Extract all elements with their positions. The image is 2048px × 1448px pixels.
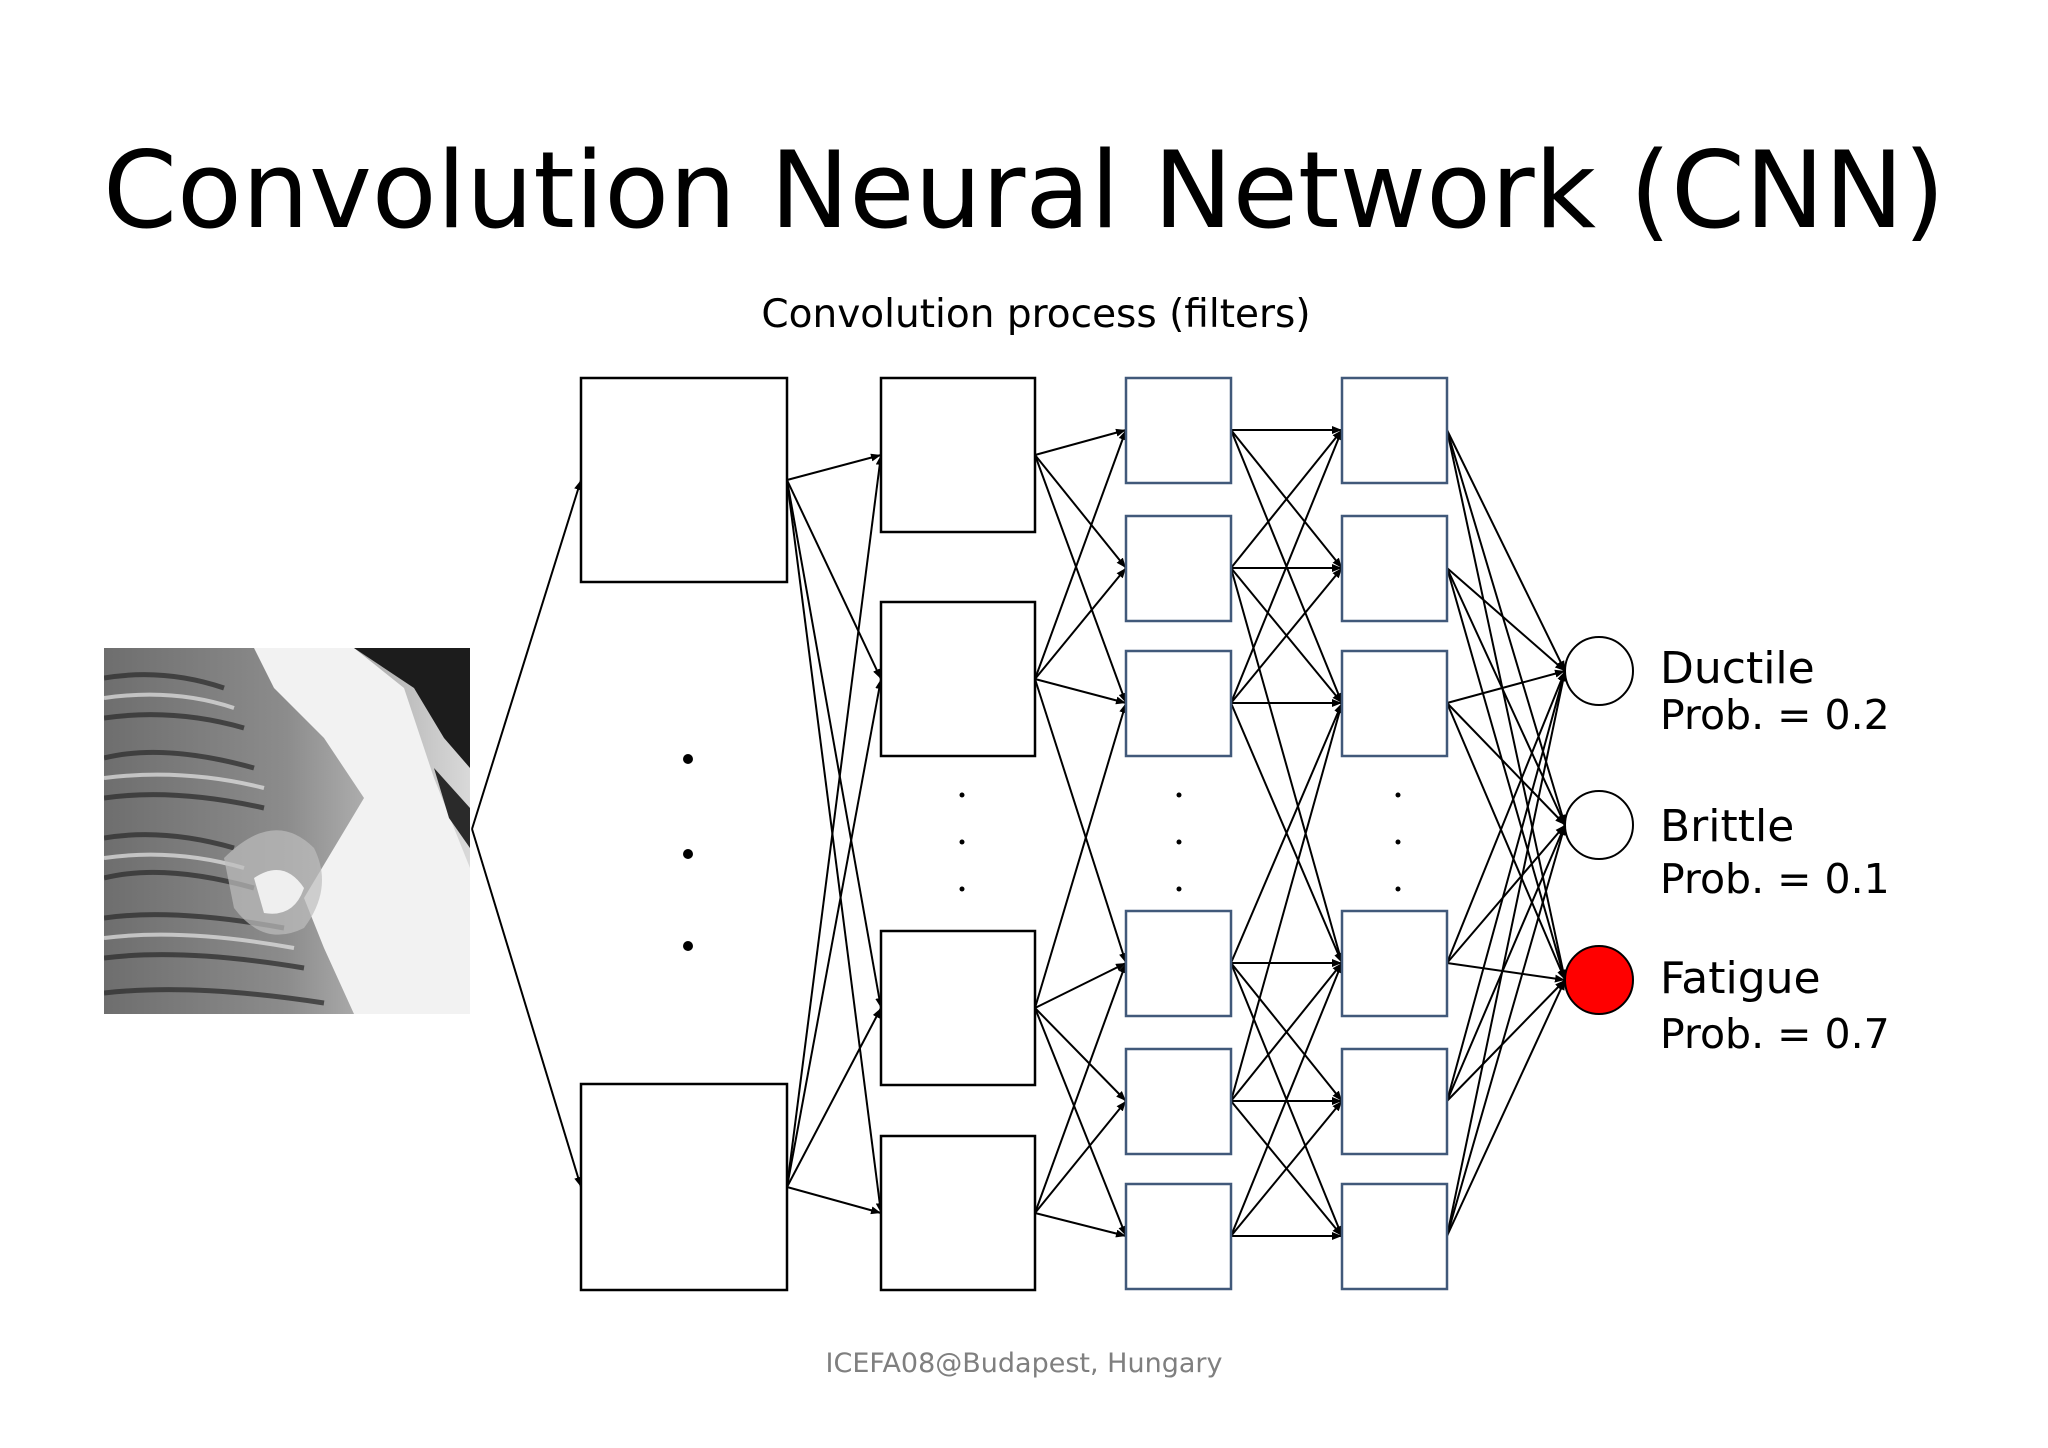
arrow-layer4-to-output — [1446, 670, 1567, 1237]
arrow-layer2-to-layer3 — [1034, 678, 1127, 705]
arrow-layer2-to-layer3 — [1034, 1007, 1127, 1102]
layer4-node-1 — [1340, 376, 1449, 485]
layer2-ellipsis-dot — [959, 839, 965, 845]
layer2-feature-map-1 — [879, 376, 1037, 534]
layer4-node-5 — [1340, 1047, 1449, 1156]
arrow-layer4-to-output — [1446, 962, 1566, 983]
arrow-layer3-to-layer4 — [1230, 567, 1343, 704]
arrow-layer2-to-layer3 — [1034, 428, 1127, 456]
arrow-layer1-to-layer2 — [786, 1186, 882, 1215]
arrow-layer2-to-layer3 — [1034, 678, 1127, 964]
arrow-layer2-to-layer3 — [1034, 567, 1127, 680]
arrow-layer4-to-output — [1446, 824, 1567, 1237]
arrow-layer4-to-output — [1446, 702, 1566, 981]
arrow-layer4-to-output — [1446, 567, 1566, 672]
layer2-ellipsis-dot — [959, 886, 965, 892]
layer4-node-3 — [1340, 649, 1449, 758]
layer1-ellipsis-dot — [683, 754, 693, 764]
arrow-layer2-to-layer3 — [1034, 429, 1127, 680]
arrow-input-to-layer1 — [471, 479, 582, 830]
arrow-layer4-to-output — [1446, 669, 1566, 704]
output-node-brittle — [1564, 790, 1634, 860]
arrow-layer3-to-layer4 — [1230, 429, 1343, 704]
arrow-layer4-to-output — [1446, 979, 1566, 1102]
slide-title: Convolution Neural Network (CNN) — [103, 129, 1945, 252]
layer2-feature-map-4 — [879, 1134, 1037, 1292]
connection-arrows — [471, 426, 1567, 1240]
arrow-input-to-layer1 — [471, 828, 582, 1188]
convolution-process-label: Convolution process (filters) — [761, 292, 1311, 337]
layer2-feature-map-3 — [879, 929, 1037, 1087]
layer1-feature-map-bottom — [579, 1082, 789, 1292]
arrow-layer4-to-output — [1446, 670, 1566, 964]
arrow-layer2-to-layer3 — [1034, 702, 1127, 1009]
layer4-node-4 — [1340, 909, 1449, 1018]
layer1-ellipsis-dot — [683, 941, 693, 951]
arrow-layer4-to-output — [1446, 429, 1567, 981]
output-prob-ductile: Prob. = 0.2 — [1660, 691, 1890, 739]
output-label-ductile: Ductile — [1660, 643, 1815, 694]
arrow-layer1-to-layer2 — [786, 479, 884, 1009]
arrow-layer4-to-output — [1446, 824, 1566, 1102]
arrow-layer1-to-layer2 — [786, 479, 882, 680]
arrow-layer3-to-layer4 — [1230, 962, 1343, 1237]
arrow-layer3-to-layer4 — [1230, 962, 1343, 1102]
fracture-surface-image — [104, 648, 470, 1014]
arrow-layer4-to-output — [1446, 670, 1567, 1102]
arrow-layer2-to-layer3 — [1034, 1100, 1127, 1214]
output-node-ductile — [1564, 636, 1634, 706]
output-prob-fatigue: Prob. = 0.7 — [1660, 1010, 1890, 1058]
arrow-layer2-to-layer3 — [1034, 454, 1127, 569]
arrow-layer1-to-layer2 — [786, 678, 884, 1188]
layer4-ellipsis-dot — [1395, 839, 1401, 845]
output-prob-brittle: Prob. = 0.1 — [1660, 855, 1890, 903]
output-node-fatigue — [1564, 945, 1634, 1015]
arrow-layer3-to-layer4 — [1230, 429, 1343, 569]
layer1-feature-map-top — [579, 376, 789, 584]
footer-venue: ICEFA08@Budapest, Hungary — [825, 1348, 1223, 1379]
arrow-layer1-to-layer2 — [786, 453, 882, 481]
arrow-layer3-to-layer4 — [1230, 567, 1344, 964]
layer4-ellipsis-dot — [1395, 792, 1401, 798]
arrow-layer2-to-layer3 — [1034, 1212, 1127, 1238]
arrow-layer3-to-layer4 — [1230, 702, 1343, 964]
arrow-layer4-to-output — [1446, 702, 1566, 826]
layer3-node-6 — [1124, 1182, 1233, 1291]
layer3-node-2 — [1124, 514, 1233, 623]
output-label-brittle: Brittle — [1660, 801, 1795, 852]
arrow-layer4-to-output — [1446, 979, 1566, 1237]
arrow-layer1-to-layer2 — [786, 454, 884, 1188]
arrow-layer3-to-layer4 — [1230, 1100, 1343, 1237]
arrow-layer4-to-output — [1446, 429, 1566, 672]
layer3-ellipsis-dot — [1176, 792, 1182, 798]
arrow-layer2-to-layer3 — [1034, 962, 1127, 1214]
arrow-layer2-to-layer3 — [1034, 1007, 1127, 1237]
arrow-layer2-to-layer3 — [1034, 962, 1127, 1009]
layer4-ellipsis-dot — [1395, 886, 1401, 892]
arrow-layer2-to-layer3 — [1034, 454, 1127, 704]
arrow-layer4-to-output — [1446, 567, 1567, 981]
arrow-layer3-to-layer4 — [1230, 702, 1344, 1102]
layer4-node-6 — [1340, 1182, 1449, 1291]
layer2-ellipsis-dot — [959, 792, 965, 798]
layer3-node-4 — [1124, 909, 1233, 1018]
layer3-ellipsis-dot — [1176, 839, 1182, 845]
arrow-layer1-to-layer2 — [786, 479, 884, 1214]
layer2-feature-map-2 — [879, 600, 1037, 758]
arrow-layer4-to-output — [1446, 429, 1566, 826]
output-label-fatigue: Fatigue — [1660, 953, 1821, 1004]
layer3-node-1 — [1124, 376, 1233, 485]
layer4-node-2 — [1340, 514, 1449, 623]
layer3-node-5 — [1124, 1047, 1233, 1156]
layer3-node-3 — [1124, 649, 1233, 758]
arrow-layer4-to-output — [1446, 567, 1566, 826]
layer1-ellipsis-dot — [683, 849, 693, 859]
arrow-layer1-to-layer2 — [786, 1007, 882, 1188]
arrow-layer4-to-output — [1446, 824, 1566, 964]
layer3-ellipsis-dot — [1176, 886, 1182, 892]
